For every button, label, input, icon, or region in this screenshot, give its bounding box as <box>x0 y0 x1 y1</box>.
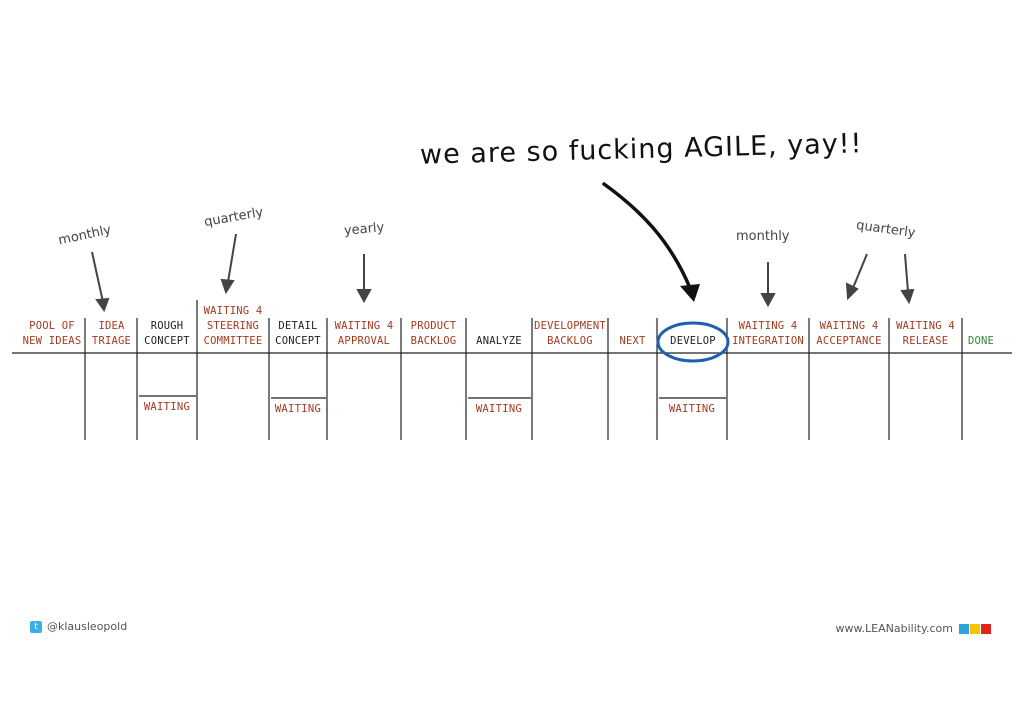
big-arrow-line <box>602 182 692 290</box>
column-waiting-approval: WAITING 4 APPROVAL <box>334 320 394 347</box>
column-product-backlog: PRODUCT BACKLOG <box>410 320 457 347</box>
column-waiting-integration: WAITING 4 INTEGRATION <box>732 320 804 347</box>
column-analyze: ANALYZE <box>476 335 522 347</box>
column-rough-concept: ROUGH CONCEPT <box>144 320 190 347</box>
column-waiting-acceptance: WAITING 4 ACCEPTANCE <box>816 320 882 347</box>
leanability-logo-icon <box>959 623 991 634</box>
column-develop: DEVELOP <box>670 335 716 347</box>
column-waiting-release: WAITING 4 RELEASE <box>896 320 955 347</box>
waiting-dividers <box>139 395 726 399</box>
column-detail-concept: DETAIL CONCEPT <box>275 320 321 347</box>
column-done: DONE <box>967 335 995 347</box>
develop-circle <box>656 321 730 363</box>
footer-website: www.LEANability.com <box>836 622 991 635</box>
arrow-quarterly-2b <box>904 253 909 293</box>
website-link[interactable]: www.LEANability.com <box>835 622 953 635</box>
twitter-icon: t <box>30 620 42 633</box>
arrow-quarterly-1 <box>227 233 237 283</box>
column-development-backlog: DEVELOPMENT BACKLOG <box>534 320 606 347</box>
column-next: NEXT <box>619 335 646 347</box>
arrow-quarterly-2a <box>852 253 868 289</box>
waiting-detail-concept: WAITING <box>274 403 322 415</box>
twitter-handle: @klausleopold <box>47 620 128 633</box>
note-monthly-2: monthly <box>736 229 790 244</box>
column-pool-of-new-ideas: POOL OF NEW IDEAS <box>22 320 82 347</box>
waiting-develop: WAITING <box>668 403 716 415</box>
footer-twitter: t @klausleopold <box>30 620 127 633</box>
waiting-analyze: WAITING <box>475 403 523 415</box>
big-arrow-head <box>680 284 700 302</box>
column-waiting-steering-committee: WAITING 4 STEERING COMMITTEE <box>203 305 263 347</box>
arrow-monthly-1 <box>91 251 104 303</box>
column-idea-triage: IDEA TRIAGE <box>91 320 132 347</box>
small-arrows <box>91 233 915 313</box>
waiting-rough-concept: WAITING <box>143 401 191 413</box>
